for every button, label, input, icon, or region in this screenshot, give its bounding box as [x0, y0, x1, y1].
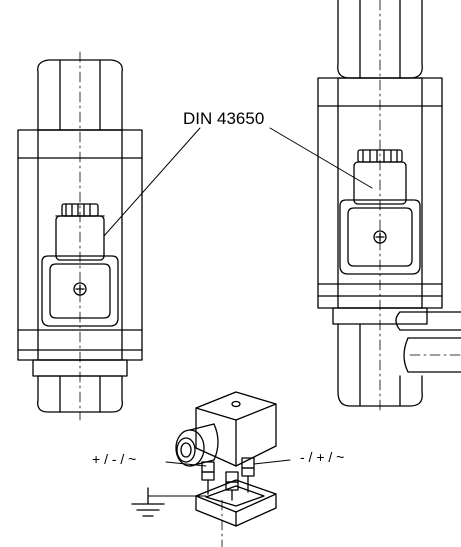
left-terminal-polarity-label: + / - / ~ [92, 451, 136, 467]
din-43650-label: DIN 43650 [183, 109, 264, 128]
right-terminal-polarity-label: - / + / ~ [300, 449, 344, 465]
plug-connector-detail [147, 391, 291, 547]
right-valve-unit [317, 0, 461, 413]
din-leader-lines [103, 127, 373, 237]
left-valve-unit [17, 51, 143, 421]
ground-symbol [131, 487, 165, 517]
